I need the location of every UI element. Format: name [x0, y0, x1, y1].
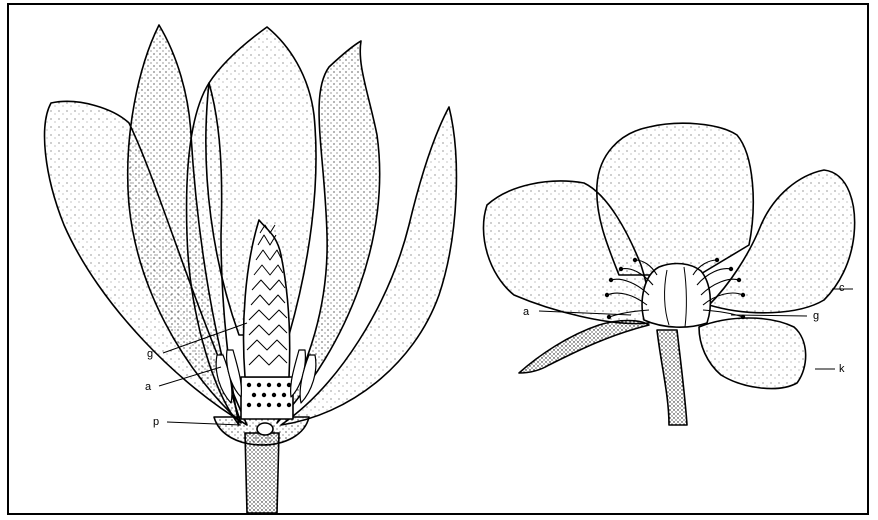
right-label-g: g	[813, 310, 819, 322]
right-sepal-right	[699, 318, 806, 389]
left-flower	[45, 25, 457, 513]
flower-illustration: g a p	[9, 5, 867, 513]
right-sepal-left	[519, 321, 649, 374]
right-gynoecium	[642, 264, 710, 328]
right-label-a: a	[523, 306, 530, 318]
right-label-c: c	[839, 282, 845, 294]
left-label-g: g	[147, 348, 153, 360]
right-stem	[657, 330, 687, 425]
left-scar	[257, 423, 273, 435]
left-label-p: p	[153, 416, 159, 428]
right-petal-back	[597, 123, 753, 275]
figure-frame: g a p	[7, 3, 869, 515]
right-flower	[483, 123, 854, 425]
left-label-a: a	[145, 381, 152, 393]
right-label-k: k	[839, 363, 845, 375]
